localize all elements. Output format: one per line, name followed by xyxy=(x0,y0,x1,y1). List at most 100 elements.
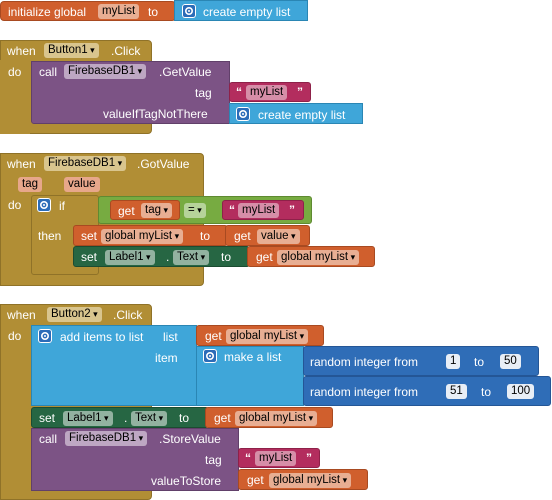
random-integer-label: random integer from xyxy=(310,355,419,369)
click-event-label: .Click xyxy=(113,308,143,322)
create-empty-list-label: create empty list xyxy=(203,5,291,19)
add-items-label: add items to list xyxy=(60,330,144,344)
call-label: call xyxy=(39,65,58,79)
random-from-number[interactable]: 51 xyxy=(446,384,467,399)
tag-label: tag xyxy=(195,86,212,100)
set-label: set xyxy=(81,250,98,264)
get-var-dropdown[interactable]: global myList xyxy=(235,411,318,426)
create-empty-list-block[interactable]: create empty list xyxy=(229,103,363,124)
initialize-global-block[interactable]: initialize global myList to xyxy=(0,1,176,21)
dot-label: . xyxy=(124,411,128,425)
get-value-dropdown[interactable]: value xyxy=(257,229,300,244)
make-a-list-block[interactable] xyxy=(196,346,304,406)
text-string-block[interactable]: “ myList ” xyxy=(222,200,304,220)
call-label: call xyxy=(39,432,58,446)
gotvalue-event-label: .GotValue xyxy=(137,157,190,171)
text-property-dropdown[interactable]: Text xyxy=(173,250,210,265)
getvalue-method-label: .GetValue xyxy=(159,65,212,79)
make-a-list-label: make a list xyxy=(224,350,282,364)
text-property-dropdown[interactable]: Text xyxy=(131,411,168,426)
firebasedb1-dropdown[interactable]: FirebaseDB1 xyxy=(64,64,147,79)
item-label: item xyxy=(155,351,178,365)
param-value[interactable]: value xyxy=(64,177,100,192)
get-global-mylist-block[interactable]: get global myList xyxy=(196,325,324,346)
get-label: get xyxy=(214,411,231,425)
valuetostore-label: valueToStore xyxy=(151,474,222,488)
dot-label: . xyxy=(166,250,170,264)
label1-dropdown[interactable]: Label1 xyxy=(105,250,155,265)
get-label: get xyxy=(118,204,135,218)
close-quote-icon: ” xyxy=(289,203,295,217)
firebasedb1-dropdown[interactable]: FirebaseDB1 xyxy=(65,431,148,446)
list-label: list xyxy=(163,330,178,344)
if-mutator-gear-icon[interactable] xyxy=(37,198,51,212)
when-label: when xyxy=(7,44,36,58)
param-tag[interactable]: tag xyxy=(18,177,42,192)
initialize-global-label: initialize global xyxy=(8,5,87,19)
random-to-number[interactable]: 50 xyxy=(500,354,521,369)
get-value-block[interactable]: get value xyxy=(225,225,310,246)
get-label: get xyxy=(234,229,251,243)
random-to-label: to xyxy=(474,355,485,369)
set-global-mylist-block[interactable]: set global myList to xyxy=(73,225,228,246)
get-label: get xyxy=(205,329,222,343)
get-label: get xyxy=(256,250,273,264)
get-var-dropdown[interactable]: global myList xyxy=(269,473,352,488)
random-from-number[interactable]: 1 xyxy=(446,354,461,369)
create-empty-list-label: create empty list xyxy=(258,108,346,122)
get-var-dropdown[interactable]: global myList xyxy=(277,250,360,265)
text-string-block[interactable]: “ myList ” xyxy=(238,448,320,468)
get-tag-dropdown[interactable]: tag xyxy=(141,203,173,218)
click-event-label: .Click xyxy=(111,44,141,58)
set-label1-text-block[interactable]: set Label1 . Text to xyxy=(31,407,209,428)
mutator-gear-icon[interactable] xyxy=(236,107,250,121)
open-quote-icon: “ xyxy=(229,203,235,217)
mutator-gear-icon[interactable] xyxy=(182,4,196,18)
random-to-number[interactable]: 100 xyxy=(507,384,535,399)
storevalue-method-label: .StoreValue xyxy=(159,432,221,446)
button2-dropdown[interactable]: Button2 xyxy=(47,307,102,322)
set-var-dropdown[interactable]: global myList xyxy=(101,229,184,244)
close-quote-icon: ” xyxy=(306,451,312,465)
random-to-label: to xyxy=(481,385,492,399)
close-quote-icon: ” xyxy=(297,85,303,99)
valueiftagnotthere-label: valueIfTagNotThere xyxy=(103,107,208,121)
set-to-label: to xyxy=(179,411,190,425)
set-label: set xyxy=(39,411,56,425)
global-var-name[interactable]: myList xyxy=(98,4,140,19)
when-label: when xyxy=(7,157,36,171)
get-global-mylist-block[interactable]: get global myList xyxy=(238,469,368,490)
text-value-mylist[interactable]: myList xyxy=(238,203,280,218)
random-integer-block-2[interactable]: random integer from 51 to 100 xyxy=(303,376,551,406)
when-label: when xyxy=(7,308,36,322)
do-label: do xyxy=(8,65,22,79)
add-items-gear-icon[interactable] xyxy=(38,329,52,343)
open-quote-icon: “ xyxy=(236,85,242,99)
text-string-block[interactable]: “ myList ” xyxy=(229,82,311,102)
set-to-label: to xyxy=(221,250,232,264)
firebasedb1-dropdown[interactable]: FirebaseDB1 xyxy=(44,156,127,171)
random-integer-block-1[interactable]: random integer from 1 to 50 xyxy=(303,346,539,376)
do-label: do xyxy=(8,198,22,212)
tag-label: tag xyxy=(205,453,222,467)
text-value-mylist[interactable]: myList xyxy=(255,451,297,466)
init-to-label: to xyxy=(148,5,159,19)
text-value-mylist[interactable]: myList xyxy=(246,85,288,100)
do-label: do xyxy=(8,329,22,343)
compare-operator-dropdown[interactable]: = xyxy=(184,203,206,218)
button1-dropdown[interactable]: Button1 xyxy=(44,43,99,58)
create-empty-list-block[interactable]: create empty list xyxy=(174,0,308,21)
get-var-dropdown[interactable]: global myList xyxy=(226,329,309,344)
set-label1-text-block[interactable]: set Label1 . Text to xyxy=(73,246,250,267)
then-label: then xyxy=(38,229,62,243)
set-to-label: to xyxy=(200,229,211,243)
make-list-gear-icon[interactable] xyxy=(203,349,217,363)
random-integer-label: random integer from xyxy=(310,385,419,399)
if-label: if xyxy=(59,199,65,213)
get-global-mylist-block[interactable]: get global myList xyxy=(247,246,375,267)
label1-dropdown[interactable]: Label1 xyxy=(63,411,113,426)
get-tag-block[interactable]: get tag xyxy=(110,200,180,220)
set-label: set xyxy=(81,229,98,243)
get-global-mylist-block[interactable]: get global myList xyxy=(205,407,333,428)
get-label: get xyxy=(247,473,264,487)
